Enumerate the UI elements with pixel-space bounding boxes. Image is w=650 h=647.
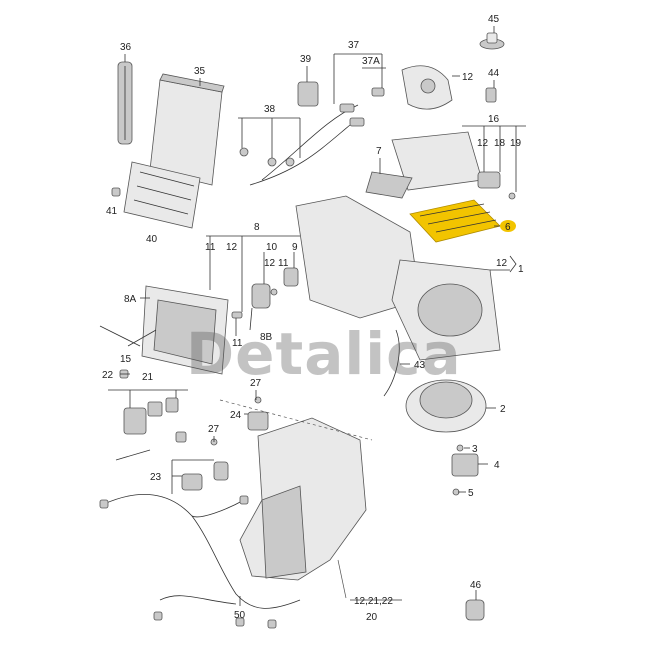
callout-9: 9 (292, 242, 298, 253)
watermark-text: Detalica (186, 320, 462, 388)
part-41-screw (111, 187, 121, 197)
callout-12-8: 12 (226, 242, 238, 253)
part-20-lower-housing (239, 417, 367, 581)
part-40-heater-core (123, 161, 201, 229)
leader-lines (108, 26, 526, 606)
callout-45: 45 (488, 14, 500, 25)
callout-15: 15 (120, 354, 132, 365)
callout-36: 36 (120, 42, 132, 53)
callout-12-1: 12 (496, 258, 508, 269)
callout-5: 5 (468, 488, 474, 499)
callout-16: 16 (488, 114, 500, 125)
callout-18: 18 (494, 138, 506, 149)
part-35-evaporator (149, 73, 225, 186)
part-8B-actuator (231, 267, 299, 319)
callout-3: 3 (472, 444, 478, 455)
callout-2: 2 (500, 404, 506, 415)
callout-4: 4 (494, 460, 500, 471)
callout-12-16: 12 (477, 138, 489, 149)
callout-labels: 36 35 41 40 39 37 37A 38 12 45 44 16 12 … (102, 14, 524, 623)
part-4-resistor (451, 444, 479, 496)
callout-24: 24 (230, 410, 242, 421)
part-8A-heater-box (141, 285, 229, 375)
callout-21: 21 (142, 372, 154, 383)
part-16-flap-unit (365, 131, 516, 200)
callout-1: 1 (518, 264, 524, 275)
part-44-sensor (485, 87, 497, 103)
callout-7: 7 (376, 146, 382, 157)
part-43-hose (383, 329, 400, 397)
callout-8: 8 (254, 222, 260, 233)
callout-10: 10 (266, 242, 278, 253)
part-23-actuator (181, 461, 229, 491)
callout-37: 37 (348, 40, 360, 51)
callout-40: 40 (146, 234, 158, 245)
callout-35: 35 (194, 66, 206, 77)
callout-11-lower: 11 (232, 338, 243, 349)
part-6-cabin-filter (409, 199, 501, 243)
callout-43: 43 (414, 360, 426, 371)
callout-39: 39 (300, 54, 312, 65)
callout-50: 50 (234, 610, 246, 621)
part-21-actuators (115, 397, 187, 461)
part-38-pipes (239, 104, 359, 186)
callout-27-lower: 27 (208, 424, 220, 435)
callout-27-upper: 27 (250, 378, 262, 389)
callout-41: 41 (106, 206, 118, 217)
callout-11-8: 11 (205, 242, 216, 253)
part-50-wiring-harness (99, 494, 301, 629)
callout-38: 38 (264, 104, 276, 115)
callout-12-10: 12 (264, 258, 276, 269)
callout-8A: 8A (124, 294, 137, 305)
callout-12-21-22: 12,21,22 (354, 596, 393, 607)
part-12-gasket-plate (401, 65, 453, 110)
part-45-cap (479, 32, 505, 50)
callout-37A: 37A (362, 56, 380, 67)
callout-6: 6 (505, 222, 511, 233)
callout-20: 20 (366, 612, 378, 623)
callout-11-10: 11 (278, 258, 289, 269)
part-46-cap (465, 599, 485, 621)
callout-12-top: 12 (462, 72, 474, 83)
callout-22: 22 (102, 370, 114, 381)
callout-23: 23 (150, 472, 162, 483)
part-15-sensor (99, 325, 157, 347)
part-36-bracket (117, 61, 133, 145)
callout-8B: 8B (260, 332, 273, 343)
part-1-main-housing (295, 195, 501, 361)
callout-6-badge: 6 (500, 220, 516, 233)
part-37-connectors (339, 87, 385, 127)
callout-19: 19 (510, 138, 522, 149)
callout-44: 44 (488, 68, 500, 79)
part-39-block (297, 81, 319, 107)
part-2-blower (405, 379, 487, 433)
callout-46: 46 (470, 580, 482, 591)
